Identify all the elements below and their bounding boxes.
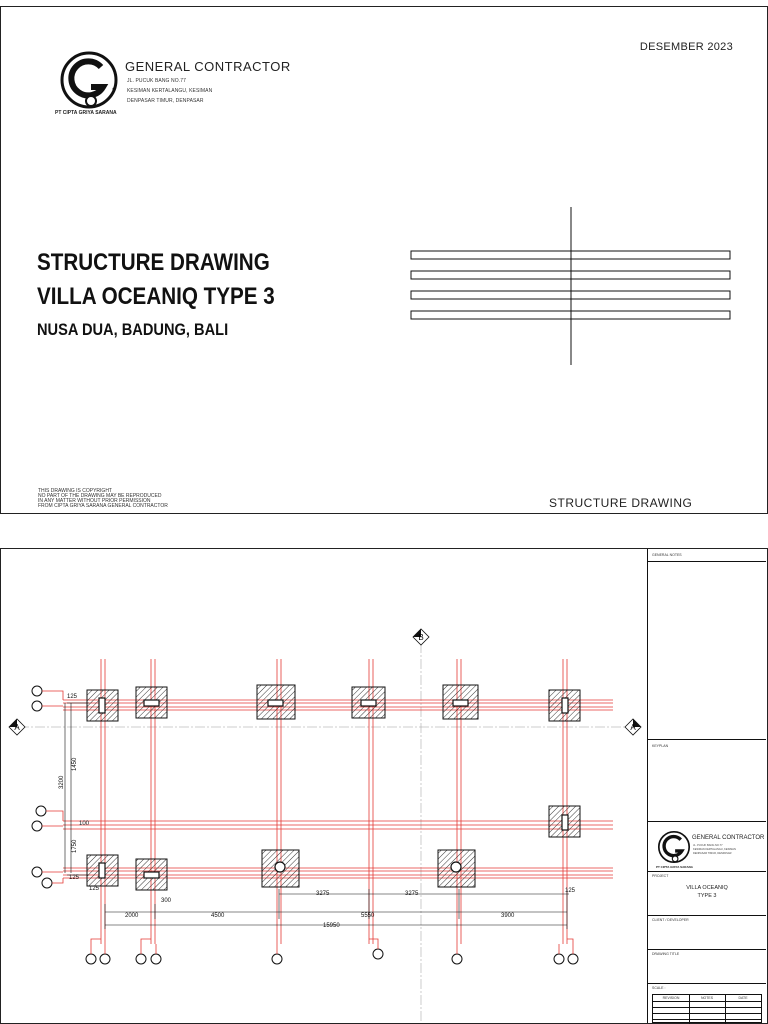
title-block-address-2: KESIMAN KERTALANGU, KESIMAN (693, 848, 736, 851)
title-location: NUSA DUA, BADUNG, BALI (37, 320, 229, 339)
copyright-line-2: NO PART OF THE DRAWING MAY BE REPRODUCED (38, 493, 162, 499)
title-block-company-name: GENERAL CONTRACTOR (692, 835, 765, 841)
left-callouts (31, 685, 53, 889)
grid-bubble-b-top: B (412, 628, 430, 646)
svg-text:1450: 1450 (72, 757, 78, 771)
copyright-line-1: THIS DRAWING IS COPYRIGHT (38, 488, 112, 494)
svg-text:2000: 2000 (125, 913, 139, 919)
svg-text:3275: 3275 (316, 891, 330, 897)
company-address-3: DENPASAR TIMUR, DENPASAR (127, 98, 204, 104)
footings-row-2 (548, 805, 581, 838)
svg-text:3275: 3275 (405, 891, 419, 897)
dimension-labels: 125 125 125 125 1450 3200 1750 100 300 2… (59, 694, 576, 929)
svg-text:300: 300 (161, 898, 172, 904)
svg-text:125: 125 (565, 888, 576, 894)
svg-text:125: 125 (67, 694, 78, 700)
project-label: PROJECT (652, 874, 669, 878)
svg-text:4500: 4500 (211, 913, 225, 919)
title-line-2: VILLA OCEANIQ TYPE 3 (37, 283, 275, 310)
dimension-lines (64, 702, 569, 929)
svg-text:125: 125 (89, 886, 100, 892)
notes-header: NOTES (700, 996, 714, 1000)
title-block-legal-name: PT CIPTA GRIYA SARANA (656, 865, 693, 869)
title-block: GENERAL NOTES KEYPLAN GENERAL CONTRACTOR… (647, 549, 767, 1024)
grid-bubble-a-right: A (624, 718, 642, 736)
svg-text:125: 125 (69, 875, 80, 881)
svg-text:A: A (14, 723, 20, 732)
company-legal-name: PT CIPTA GRIYA SARANA (55, 110, 117, 116)
revision-header: REVISION (662, 996, 680, 1000)
plan-sheet: A A B (0, 548, 768, 1024)
title-block-address-3: DENPASAR TIMUR, DENPASAR (693, 852, 732, 855)
company-name: GENERAL CONTRACTOR (125, 59, 291, 74)
copyright-line-3: IN ANY MATTER WITHOUT PRIOR PERMISSION (38, 498, 151, 504)
svg-text:3900: 3900 (501, 913, 515, 919)
project-name-line-1: VILLA OCEANIQ (686, 885, 728, 891)
svg-text:100: 100 (79, 821, 90, 827)
cover-date: DESEMBER 2023 (639, 41, 733, 53)
svg-text:5550: 5550 (361, 913, 375, 919)
date-header: DATE (738, 996, 748, 1000)
title-block-logo (657, 830, 691, 864)
company-address-1: JL. PUCUK BANG NO.77 (127, 78, 186, 84)
cover-sheet: PT CIPTA GRIYA SARANA GENERAL CONTRACTOR… (0, 6, 768, 514)
project-name-line-2: TYPE 3 (697, 893, 717, 899)
company-logo (60, 51, 118, 109)
general-notes-label: GENERAL NOTES (652, 553, 682, 557)
bottom-callouts (85, 948, 579, 965)
svg-text:3200: 3200 (59, 775, 65, 789)
left-callout-leaders (42, 690, 64, 884)
footings-row-1 (86, 684, 581, 722)
client-label: CLIENT / DEVELOPER (652, 918, 689, 922)
grid-bubble-a-left: A (8, 718, 26, 736)
beam-lines (63, 699, 613, 879)
svg-text:1750: 1750 (72, 839, 78, 853)
svg-text:15950: 15950 (323, 923, 340, 929)
title-block-address-1: JL. PUCUK BANG NO.77 (693, 844, 723, 847)
title-line-1: STRUCTURE DRAWING (37, 249, 270, 276)
company-address-2: KESIMAN KERTALANGU, KESIMAN (127, 88, 213, 94)
cover-footer-title: STRUCTURE DRAWING (549, 496, 693, 510)
copyright-line-4: FROM CIPTA GRIYA SARANA GENERAL CONTRACT… (38, 503, 168, 509)
footings-row-3 (86, 849, 476, 891)
foundation-plan-drawing: A A B (8, 628, 642, 1023)
revision-table: REVISION NOTES DATE (652, 994, 762, 1024)
keyplan-label: KEYPLAN (652, 744, 669, 748)
svg-text:A: A (630, 723, 636, 732)
cover-stripes-graphic (410, 207, 731, 365)
svg-text:B: B (418, 633, 423, 642)
drawing-title-label: DRAWING TITLE (652, 952, 680, 956)
bottom-callout-leaders (90, 938, 574, 954)
scale-label: SCALE : (652, 986, 666, 990)
